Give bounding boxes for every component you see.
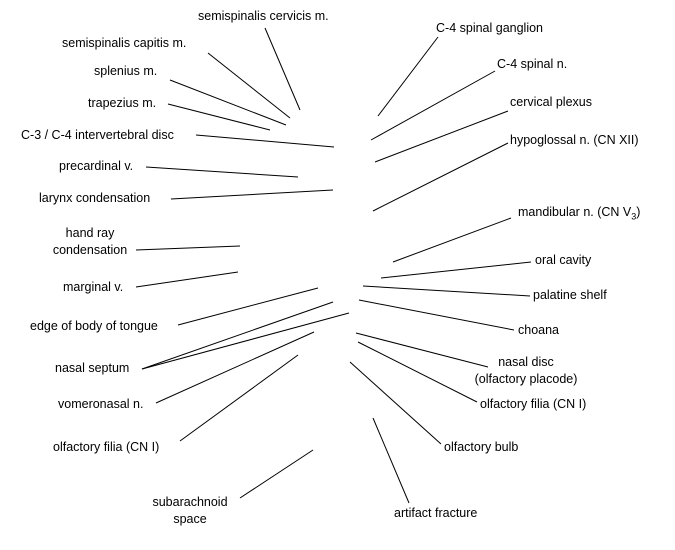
- leader-trapezius: [167, 103, 271, 131]
- label-olfactory-bulb: olfactory bulb: [444, 440, 519, 454]
- label-hypoglossal: hypoglossal n. (CN XII): [510, 133, 639, 147]
- leader-cervical-plexus: [374, 110, 509, 163]
- leader-c4-ganglion: [377, 36, 439, 117]
- leader-semispinalis-cervicis: [264, 27, 301, 111]
- label-semispinalis-capitis: semispinalis capitis m.: [62, 36, 187, 50]
- label-nasal-disc: nasal disc (olfactory placode): [456, 354, 596, 388]
- leader-c4-nerve: [370, 70, 496, 141]
- label-intervertebral-disc: C-3 / C-4 intervertebral disc: [21, 128, 174, 142]
- label-mandibular-text: mandibular n. (CN V: [518, 205, 632, 219]
- label-hand-ray-line1: hand ray: [65, 226, 115, 240]
- label-subarachnoid: subarachnoid space: [140, 494, 240, 528]
- leader-oral-cavity: [380, 261, 532, 279]
- leader-olfactory-filia-right: [357, 341, 478, 403]
- label-mandibular-close: ): [636, 205, 641, 219]
- label-edge-tongue: edge of body of tongue: [30, 319, 158, 333]
- label-cervical-plexus: cervical plexus: [510, 95, 592, 109]
- label-semispinalis-cervicis: semispinalis cervicis m.: [198, 9, 329, 23]
- leader-nasal-septum-b: [141, 312, 350, 370]
- label-subarachnoid-line2: space: [173, 512, 207, 526]
- label-hand-ray-line2: condensation: [52, 243, 128, 257]
- label-oral-cavity: oral cavity: [535, 253, 592, 267]
- leader-nasal-septum-a: [141, 301, 334, 370]
- leader-larynx: [170, 189, 334, 200]
- leader-artifact-fracture: [372, 417, 410, 504]
- leader-subarachnoid: [239, 449, 314, 499]
- label-larynx: larynx condensation: [39, 191, 151, 205]
- leader-nasal-disc: [355, 332, 489, 368]
- leader-semispinalis-capitis: [207, 52, 291, 119]
- leader-edge-tongue: [177, 287, 319, 326]
- leader-olfactory-filia-left: [179, 354, 299, 442]
- label-marginal: marginal v.: [63, 280, 124, 294]
- label-nasal-disc-line2: (olfactory placode): [474, 372, 578, 386]
- leader-hand-ray: [135, 245, 241, 251]
- label-nasal-septum: nasal septum: [55, 361, 130, 375]
- label-hand-ray: hand ray condensation: [46, 225, 134, 259]
- label-nasal-disc-line1: nasal disc: [498, 355, 554, 369]
- leader-intervertebral-disc: [195, 134, 335, 148]
- label-choana: choana: [518, 323, 560, 337]
- leader-choana: [358, 299, 515, 331]
- label-artifact-fracture: artifact fracture: [394, 506, 478, 520]
- label-splenius: splenius m.: [94, 64, 158, 78]
- label-vomeronasal: vomeronasal n.: [58, 397, 144, 411]
- leader-splenius: [169, 79, 287, 126]
- leader-palatine-shelf: [362, 285, 531, 297]
- label-c4-ganglion: C-4 spinal ganglion: [436, 21, 544, 35]
- leader-mandibular: [392, 217, 512, 263]
- label-mandibular-subscript: 3: [631, 211, 637, 222]
- label-mandibular: mandibular n. (CN V3): [518, 204, 640, 226]
- leader-hypoglossal: [372, 142, 509, 212]
- label-palatine-shelf: palatine shelf: [533, 288, 607, 302]
- label-precardinal: precardinal v.: [59, 159, 134, 173]
- label-subarachnoid-line1: subarachnoid: [152, 495, 228, 509]
- leader-precardinal: [145, 166, 299, 178]
- leader-marginal: [135, 271, 239, 288]
- leader-vomeronasal: [155, 331, 315, 404]
- label-trapezius: trapezius m.: [88, 96, 157, 110]
- label-olfactory-filia-right: olfactory filia (CN I): [480, 397, 587, 411]
- label-c4-nerve: C-4 spinal n.: [497, 57, 568, 71]
- leader-olfactory-bulb: [349, 361, 442, 445]
- label-olfactory-filia-left: olfactory filia (CN I): [53, 440, 160, 454]
